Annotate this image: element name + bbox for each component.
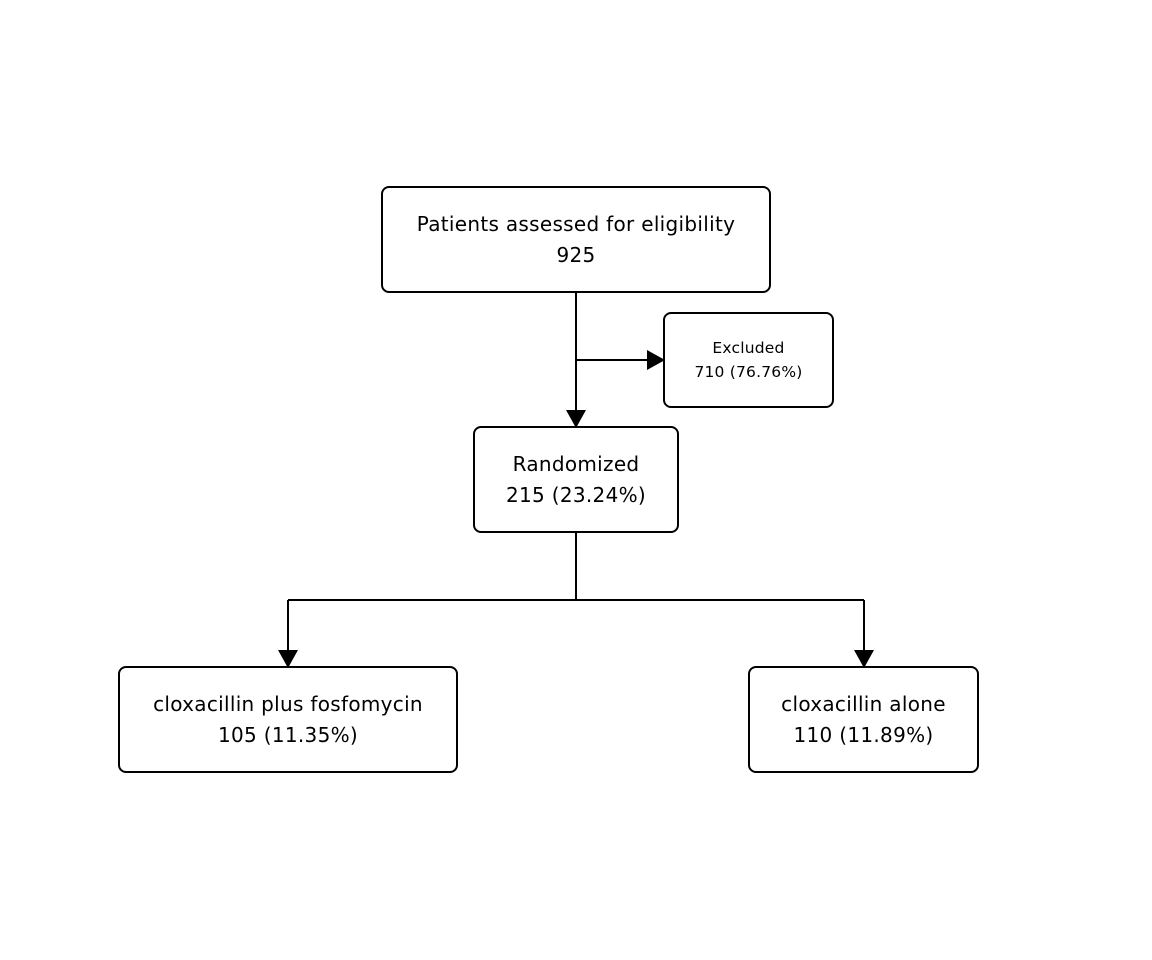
- arrowhead-arm-a: [278, 650, 298, 668]
- node-excluded-label: Excluded: [712, 339, 785, 357]
- node-arm-a-label: cloxacillin plus fosfomycin: [153, 691, 423, 716]
- node-arm-a-count: 105 (11.35%): [218, 722, 358, 747]
- node-arm-b-count: 110 (11.89%): [793, 722, 934, 747]
- arrowhead-randomized: [566, 410, 586, 428]
- arrowhead-excluded: [647, 350, 665, 370]
- node-randomized-count: 215 (23.24%): [506, 482, 646, 507]
- node-eligibility-label: Patients assessed for eligibility: [416, 211, 736, 236]
- node-arm-b-label: cloxacillin alone: [781, 691, 946, 716]
- node-eligibility: Patients assessed for eligibility 925: [381, 186, 771, 293]
- node-excluded-count: 710 (76.76%): [694, 363, 803, 381]
- node-eligibility-count: 925: [556, 242, 596, 267]
- arrowhead-arm-b: [854, 650, 874, 668]
- node-randomized: Randomized 215 (23.24%): [473, 426, 679, 533]
- node-excluded: Excluded 710 (76.76%): [663, 312, 834, 408]
- node-arm-cloxacillin-alone: cloxacillin alone 110 (11.89%): [748, 666, 979, 773]
- node-arm-cloxacillin-plus-fosfomycin: cloxacillin plus fosfomycin 105 (11.35%): [118, 666, 458, 773]
- node-randomized-label: Randomized: [512, 451, 640, 476]
